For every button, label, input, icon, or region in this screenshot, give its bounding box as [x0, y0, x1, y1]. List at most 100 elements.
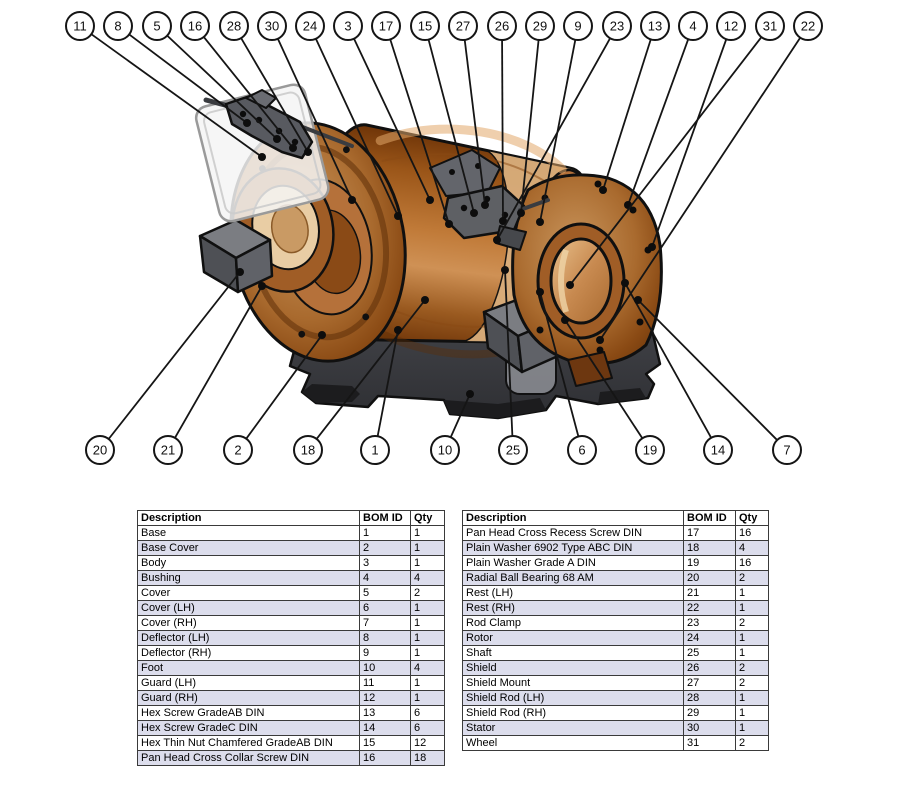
qty-cell: 16	[735, 525, 769, 541]
leader-dot-29	[517, 209, 525, 217]
leader-line-4	[627, 38, 690, 206]
balloon-27	[448, 11, 478, 41]
qty-cell: 1	[410, 540, 445, 556]
leader-dot-31	[566, 281, 574, 289]
leader-line-2	[245, 334, 323, 440]
bom-id-cell: 3	[359, 555, 411, 571]
description-cell: Deflector (RH)	[137, 645, 360, 661]
leader-line-24	[315, 38, 399, 217]
bom-id-cell: 30	[683, 720, 736, 736]
leader-dot-2	[318, 331, 326, 339]
description-cell: Rest (LH)	[462, 585, 684, 601]
balloon-7	[772, 435, 802, 465]
leader-dot-9	[536, 218, 544, 226]
balloon-12	[716, 11, 746, 41]
leader-line-21	[174, 285, 263, 439]
balloon-20	[85, 435, 115, 465]
qty-cell: 2	[735, 675, 769, 691]
balloon-label-4: 4	[689, 19, 696, 34]
leader-line-19	[564, 319, 644, 439]
description-cell: Foot	[137, 660, 360, 676]
leader-dot-27	[481, 201, 489, 209]
balloon-label-9: 9	[574, 19, 581, 34]
balloon-23	[602, 11, 632, 41]
qty-cell: 2	[735, 735, 769, 751]
description-cell-header: Description	[462, 510, 684, 526]
bom-id-cell: 22	[683, 600, 736, 616]
qty-cell: 1	[410, 630, 445, 646]
bom-id-cell-header: BOM ID	[683, 510, 736, 526]
qty-cell: 2	[735, 660, 769, 676]
qty-cell-header: Qty	[410, 510, 445, 526]
description-cell: Pan Head Cross Recess Screw DIN	[462, 525, 684, 541]
balloon-label-25: 25	[506, 443, 520, 458]
leader-dot-26	[499, 217, 507, 225]
balloon-9	[563, 11, 593, 41]
bom-id-cell: 31	[683, 735, 736, 751]
right-wheel-guard-shape	[511, 173, 663, 387]
qty-cell: 1	[735, 705, 769, 721]
bom-id-cell: 9	[359, 645, 411, 661]
leader-dot-17	[445, 220, 453, 228]
bom-id-cell: 2	[359, 540, 411, 556]
leader-line-14	[624, 282, 712, 439]
balloon-6	[567, 435, 597, 465]
leader-line-27	[463, 39, 486, 206]
bom-id-cell: 20	[683, 570, 736, 586]
bom-id-cell: 15	[359, 735, 411, 751]
qty-cell-header: Qty	[735, 510, 769, 526]
balloon-28	[219, 11, 249, 41]
leader-dot-5	[273, 135, 281, 143]
balloon-label-21: 21	[161, 443, 175, 458]
leader-dot-11	[258, 153, 266, 161]
balloon-label-3: 3	[344, 19, 351, 34]
leader-line-25	[504, 269, 514, 437]
balloon-26	[487, 11, 517, 41]
balloon-label-13: 13	[648, 19, 662, 34]
leader-dot-3	[426, 196, 434, 204]
balloon-label-30: 30	[265, 19, 279, 34]
leader-line-7	[637, 299, 778, 441]
qty-cell: 1	[410, 600, 445, 616]
qty-cell: 6	[410, 720, 445, 736]
balloon-5	[142, 11, 172, 41]
leader-line-22	[599, 37, 802, 341]
description-cell: Cover	[137, 585, 360, 601]
right-shield-mount-shape	[429, 149, 550, 251]
bom-id-cell: 1	[359, 525, 411, 541]
leader-dot-30	[348, 196, 356, 204]
leader-dot-10	[466, 390, 474, 398]
balloon-25	[498, 435, 528, 465]
bom-id-cell: 13	[359, 705, 411, 721]
balloon-4	[678, 11, 708, 41]
description-cell: Wheel	[462, 735, 684, 751]
qty-cell: 4	[410, 570, 445, 586]
leader-dot-23	[493, 236, 501, 244]
balloon-21	[153, 435, 183, 465]
description-cell: Hex Thin Nut Chamfered GradeAB DIN	[137, 735, 360, 751]
leader-dot-6	[536, 288, 544, 296]
qty-cell: 1	[410, 675, 445, 691]
balloon-19	[635, 435, 665, 465]
balloon-label-19: 19	[643, 443, 657, 458]
description-cell: Stator	[462, 720, 684, 736]
grinder-illustration	[194, 83, 663, 420]
